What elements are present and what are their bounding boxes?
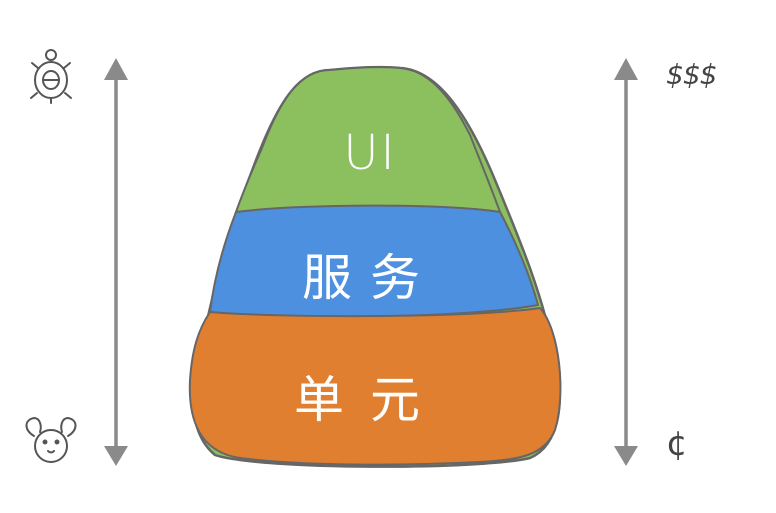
arrow-up-head — [614, 58, 638, 80]
rabbit-icon — [25, 416, 77, 463]
layer-label-unit: 单元 — [294, 371, 446, 429]
pyramid-layer-unit — [188, 306, 562, 466]
cost-axis-arrow — [614, 58, 638, 466]
arrow-up-head — [104, 58, 128, 80]
turtle-icon — [30, 49, 72, 104]
arrow-down-head — [614, 446, 638, 466]
layer-label-service: 服务 — [302, 249, 438, 307]
layer-label-ui: UI — [343, 125, 397, 181]
pyramid-layer-service — [208, 204, 540, 318]
arrow-down-head — [104, 446, 128, 466]
speed-axis-arrow — [104, 58, 128, 466]
cost-low-label: ¢ — [666, 424, 688, 464]
cost-high-label: $$$ — [666, 58, 717, 91]
